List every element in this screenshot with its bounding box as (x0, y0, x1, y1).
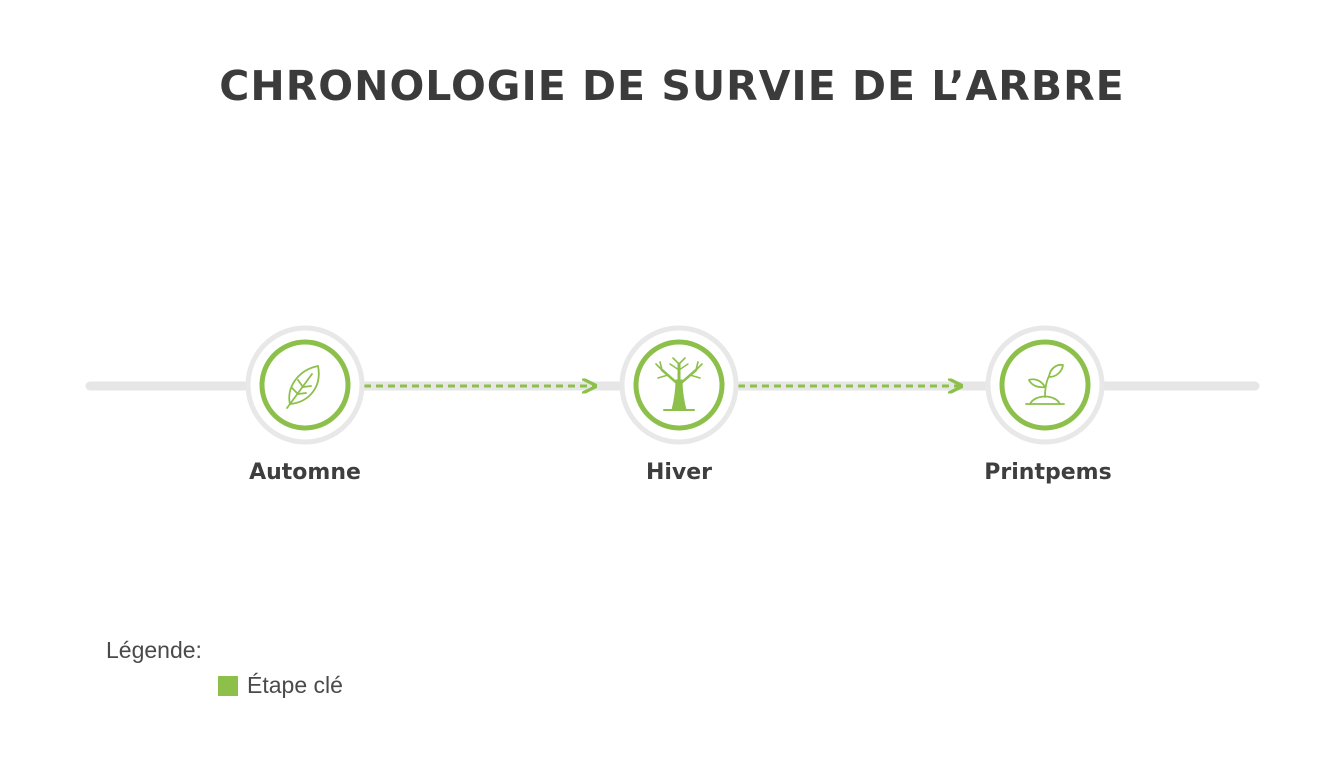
legend-item-label: Étape clé (247, 672, 343, 698)
sprout-icon (1025, 363, 1065, 405)
stage-label-automne: Automne (249, 460, 361, 485)
legend-swatch (218, 675, 238, 696)
stage-node-printpems (985, 325, 1105, 445)
leaf-icon (286, 365, 320, 409)
stage-node-automne (245, 325, 365, 445)
legend-item-key-stage: Étape clé (218, 672, 343, 699)
page-title: CHRONOLOGIE DE SURVIE DE L’ARBRE (219, 62, 1125, 110)
legend-title: Légende: (106, 637, 202, 663)
stage-label-printpems: Printpems (984, 460, 1112, 485)
stage-label-hiver: Hiver (645, 460, 713, 485)
stage-node-hiver (619, 325, 739, 445)
bare-tree-icon (655, 357, 703, 411)
